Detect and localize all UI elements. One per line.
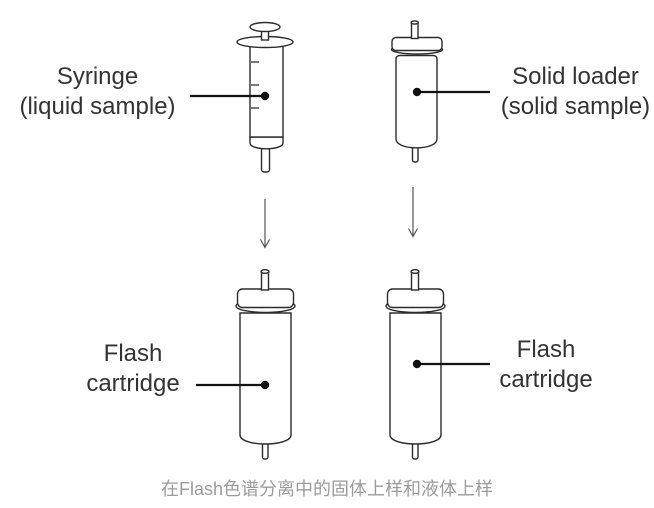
flash-cartridge-left-label: Flash cartridge: [43, 339, 223, 399]
syringe-figure: [190, 21, 294, 173]
syringe-plunger-button: [249, 21, 281, 33]
flash-cartridge-right-figure: [385, 269, 490, 460]
cartridge-right-top-nipple: [410, 270, 420, 291]
solid-loader-label-line2: (solid sample): [500, 93, 651, 120]
cartridge-left-cap: [236, 288, 295, 309]
cartridge-left-bottom-tube: [261, 442, 269, 460]
cartridge-left-leader-dot: [260, 380, 270, 390]
solid-loader-body: [395, 54, 438, 149]
cartridge-right-bottom-tube: [411, 442, 419, 460]
flash-cartridge-left-figure: [196, 269, 296, 460]
flow-arrows: [259, 187, 419, 249]
cartridge-right-nipple-top: [410, 269, 420, 275]
syringe-tip: [260, 147, 271, 173]
flash-cartridge-right-label-line2: cartridge: [499, 366, 593, 393]
solid-loader-nipple-top: [410, 20, 420, 25]
syringe-graduation-ticks: [251, 61, 259, 109]
cartridge-right-leader-dot: [412, 359, 422, 369]
cartridge-left-nipple-top: [260, 269, 270, 275]
syringe-label-line1: Syringe: [56, 63, 139, 90]
syringe-lower-band: [249, 136, 284, 150]
syringe-label-line2: (liquid sample): [19, 93, 176, 120]
solid-loader-label: Solid loader (solid sample): [483, 62, 654, 122]
figure-caption: 在Flash色谱分离中的固体上样和液体上样: [160, 479, 493, 499]
cartridge-left-body: [239, 312, 292, 445]
solid-loader-leader-dot: [412, 87, 422, 97]
flash-cartridge-right-label: Flash cartridge: [456, 335, 636, 395]
flash-cartridge-left-label-line1: Flash: [103, 340, 163, 367]
cartridge-left-top-nipple: [260, 270, 270, 291]
syringe-label: Syringe (liquid sample): [5, 62, 190, 122]
syringe-leader-dot: [260, 91, 270, 101]
flash-cartridge-right-label-line1: Flash: [516, 336, 576, 363]
solid-loader-label-line1: Solid loader: [512, 63, 639, 90]
solid-loader-top-nipple: [410, 21, 419, 40]
down-arrow-right: [407, 187, 419, 238]
cartridge-right-cap: [386, 288, 445, 309]
down-arrow-left: [259, 199, 271, 249]
solid-loader-figure: [390, 20, 490, 163]
cartridge-right-body: [389, 312, 442, 445]
flash-cartridge-left-label-line2: cartridge: [86, 370, 180, 397]
syringe-barrel: [249, 44, 284, 138]
solid-loader-cap: [391, 36, 443, 52]
